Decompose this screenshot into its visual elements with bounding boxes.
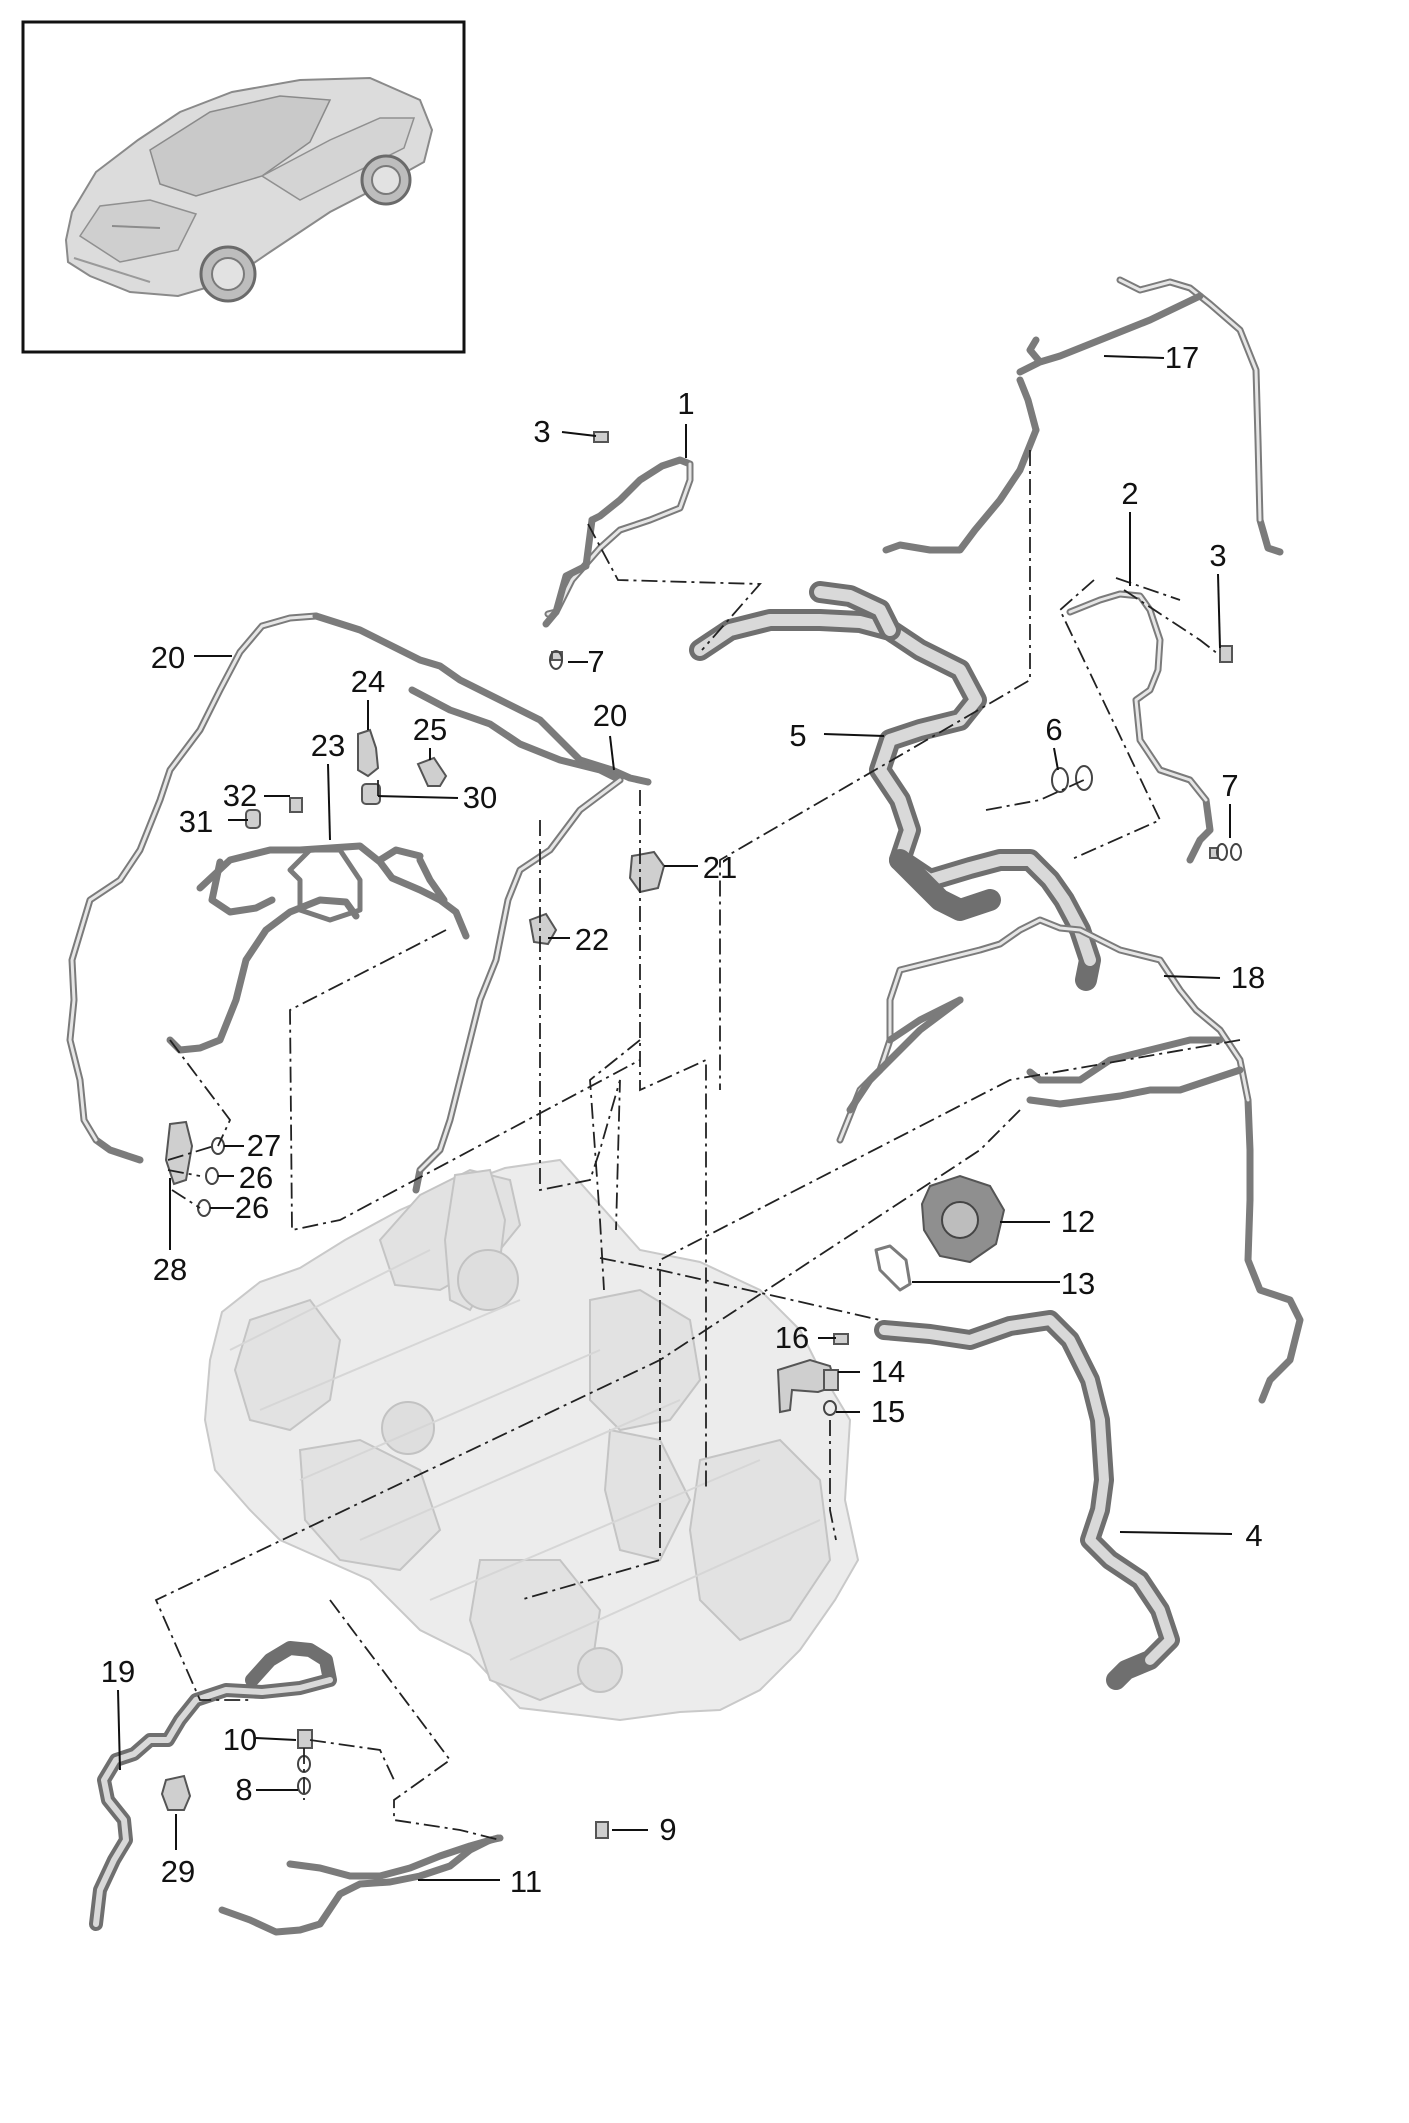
callout-18: 18 — [1231, 960, 1265, 995]
callout-28: 28 — [153, 1252, 187, 1287]
callout-23: 23 — [311, 728, 345, 763]
callout-17: 17 — [1165, 340, 1199, 375]
callout-12: 12 — [1061, 1204, 1095, 1239]
callout-13: 13 — [1061, 1266, 1095, 1301]
callout-1: 1 — [677, 386, 694, 421]
callout-2: 2 — [1121, 476, 1138, 511]
callout-4: 4 — [1245, 1518, 1262, 1553]
callout-14: 14 — [871, 1354, 905, 1389]
callout-10: 10 — [223, 1722, 257, 1757]
callout-5: 5 — [789, 718, 806, 753]
engine-block — [203, 1158, 860, 1722]
callout-20a: 20 — [151, 640, 185, 675]
callout-15: 15 — [871, 1394, 905, 1429]
callout-24: 24 — [351, 664, 385, 699]
callout-6: 6 — [1045, 712, 1062, 747]
callout-32: 32 — [223, 778, 257, 813]
vehicle-thumbnail — [21, 20, 466, 354]
callout-29: 29 — [161, 1854, 195, 1889]
callout-19: 19 — [101, 1654, 135, 1689]
callout-31: 31 — [179, 804, 213, 839]
callout-25: 25 — [413, 712, 447, 747]
callout-22: 22 — [575, 922, 609, 957]
leader-lines — [117, 355, 1233, 1881]
car-illustration — [64, 76, 434, 303]
assembly-lines — [154, 450, 1241, 1841]
callout-27: 27 — [247, 1128, 281, 1163]
callout-labels: 1 2 3 3 4 5 6 7 7 8 9 10 11 12 13 14 15 … — [101, 340, 1265, 1899]
small-parts — [160, 431, 1242, 1839]
callout-20b: 20 — [593, 698, 627, 733]
callout-11: 11 — [510, 1864, 542, 1899]
callout-26b: 26 — [235, 1190, 269, 1225]
callout-9: 9 — [659, 1812, 676, 1847]
callout-8: 8 — [235, 1772, 252, 1807]
callout-7b: 7 — [1221, 768, 1238, 803]
callout-3a: 3 — [533, 414, 550, 449]
callout-21: 21 — [703, 850, 737, 885]
hoses-and-pipes — [66, 276, 1304, 1936]
callout-7a: 7 — [587, 644, 604, 679]
callout-16: 16 — [775, 1320, 809, 1355]
callout-26a: 26 — [239, 1160, 273, 1195]
callout-3b: 3 — [1209, 538, 1226, 573]
callout-30: 30 — [463, 780, 497, 815]
